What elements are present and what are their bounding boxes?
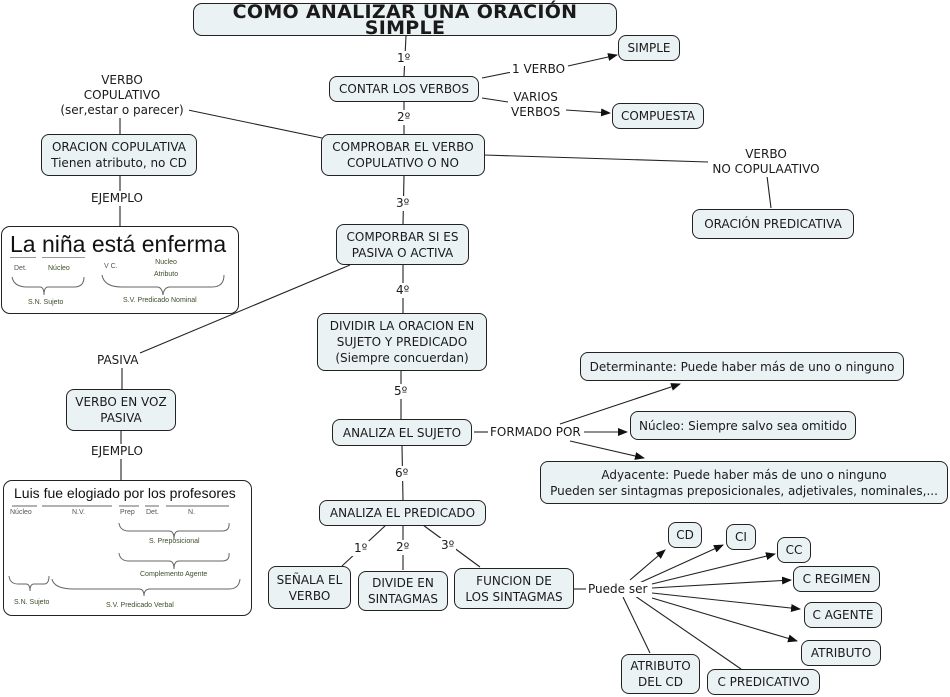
arrow-puedeser-cagente	[651, 592, 801, 613]
example1-sv-predicado: S.V. Predicado Nominal	[123, 297, 197, 304]
example1-word: niña	[41, 231, 86, 258]
node-verbo-voz-pasiva[interactable]: VERBO EN VOZ PASIVA	[66, 389, 176, 431]
example2-nv: N.V.	[72, 509, 85, 516]
node-nucleo[interactable]: Núcleo: Siempre salvo sea omitido	[630, 411, 856, 440]
arrow-varios-compuesta	[565, 108, 611, 117]
node-analiza-sujeto[interactable]: ANALIZA EL SUJETO	[332, 419, 472, 446]
link-label-pred-1: 1º	[352, 541, 370, 556]
example1-word: enferma	[141, 231, 227, 257]
example1-word: La	[10, 231, 36, 258]
link-label-pasiva: PASIVA	[95, 353, 141, 368]
node-cc[interactable]: CC	[777, 537, 811, 563]
node-comprobar-copulativo[interactable]: COMPROBAR EL VERBO COPULATIVO O NO	[321, 134, 485, 176]
example2-s-preposicional: S. Preposicional	[149, 538, 200, 545]
arrow-formado-adyacente	[569, 440, 645, 460]
node-determinante[interactable]: Determinante: Puede haber más de uno o n…	[580, 352, 904, 381]
node-dividir-oracion[interactable]: DIVIDIR LA ORACION EN SUJETO Y PREDICADO…	[317, 313, 487, 371]
node-senala-verbo[interactable]: SEÑALA EL VERBO	[268, 566, 351, 609]
node-simple[interactable]: SIMPLE	[618, 35, 680, 61]
example2-n: N.	[188, 509, 195, 516]
example1-nucleo: Núcleo	[48, 265, 70, 272]
node-analiza-predicado[interactable]: ANALIZA EL PREDICADO	[319, 500, 486, 526]
example2-complemento-agente: Complemento Agente	[140, 571, 208, 578]
node-cd[interactable]: CD	[668, 522, 702, 548]
example1-word: está	[91, 231, 136, 257]
node-divide-sintagmas[interactable]: DIVIDE EN SINTAGMAS	[358, 571, 448, 611]
link-label-verbo-copulativo: VERBO COPULATIVO (ser,estar o parecer)	[55, 73, 189, 118]
link-puedeser-cpredicativo	[634, 595, 742, 670]
link-label-ejemplo-2: EJEMPLO	[89, 444, 145, 459]
link-label-formado-por: FORMADO POR	[488, 425, 583, 440]
page-title: COMO ANALIZAR UNA ORACIÓN SIMPLE	[193, 2, 617, 37]
node-contar-verbos[interactable]: CONTAR LOS VERBOS	[329, 76, 479, 102]
example-pasiva-image: Luis fue elogiado por los profesores Núc…	[3, 480, 252, 616]
example1-det: Det.	[14, 265, 27, 272]
example2-det: Det.	[146, 509, 159, 516]
node-funcion-sintagmas[interactable]: FUNCION DE LOS SINTAGMAS	[454, 568, 574, 609]
example2-nucleo: Núcleo	[10, 509, 32, 516]
node-c-predicativo[interactable]: C PREDICATIVO	[707, 669, 820, 695]
link-puedeser-atributocd	[622, 596, 651, 654]
step-6-label: 6º	[393, 466, 411, 481]
step-2-label: 2º	[395, 110, 413, 125]
example1-nucleo-atributo: Nucleo Atributo	[154, 259, 179, 278]
node-adyacente[interactable]: Adyacente: Puede haber más de uno o ning…	[540, 461, 948, 504]
node-atributo[interactable]: ATRIBUTO	[801, 640, 881, 666]
link-label-verbo-no-copulativo: VERBO NO COPULAATIVO	[708, 147, 824, 177]
node-c-agente[interactable]: C AGENTE	[804, 602, 882, 628]
link-pasivaactiva-pasiva	[139, 264, 351, 354]
node-c-regimen[interactable]: C REGIMEN	[793, 566, 880, 592]
arrow-1verbo-simple	[567, 53, 618, 67]
example2-prep: Prep	[120, 509, 135, 516]
node-atributo-cd[interactable]: ATRIBUTO DEL CD	[621, 654, 700, 694]
arrow-puedeser-ci	[636, 544, 724, 585]
example2-braces	[8, 505, 241, 597]
arrow-puedeser-cc	[651, 552, 776, 585]
example2-sn-sujeto: S.N. Sujeto	[14, 599, 50, 606]
node-oracion-predicativa[interactable]: ORACIÓN PREDICATIVA	[692, 209, 854, 239]
link-nocopulativo-predicativa	[766, 175, 772, 209]
step-3-label: 3º	[394, 196, 412, 211]
step-4-label: 4º	[394, 283, 412, 298]
arrow-formado-determinante	[559, 383, 681, 425]
arrow-puedeser-atributo	[651, 597, 798, 643]
link-label-puede-ser: Puede ser	[586, 582, 650, 597]
link-label-pred-2: 2º	[394, 540, 412, 555]
link-comprobar-nocopulativo	[483, 154, 709, 163]
node-pasiva-activa[interactable]: COMPORBAR SI ES PASIVA O ACTIVA	[336, 224, 469, 265]
node-ci[interactable]: CI	[726, 524, 756, 550]
example2-sentence: Luis fue elogiado por los profesores	[14, 485, 236, 501]
link-label-varios-verbos: VARIOS VERBOS	[509, 90, 563, 120]
example1-vc: V C.	[104, 263, 118, 270]
link-label-1-verbo: 1 VERBO	[510, 62, 568, 77]
arrow-puedeser-cd	[629, 549, 666, 581]
link-label-pred-3: 3º	[439, 538, 457, 553]
example2-sv-predicado: S.V. Predicado Verbal	[106, 602, 174, 609]
example-copulativa-image: La niña está enferma Det. Núcleo V C. Nu…	[1, 226, 239, 314]
node-compuesta[interactable]: COMPUESTA	[612, 103, 704, 129]
example1-braces	[11, 274, 225, 296]
step-5-label: 5º	[392, 384, 410, 399]
example1-sn-sujeto: S.N. Sujeto	[28, 299, 64, 306]
node-oracion-copulativa[interactable]: ORACION COPULATIVA Tienen atributo, no C…	[41, 134, 197, 176]
link-contar-varios	[481, 97, 509, 103]
arrow-puedeser-cregimen	[651, 576, 792, 589]
link-label-ejemplo-1: EJEMPLO	[89, 191, 145, 206]
link-comprobar-copulativo	[187, 109, 323, 139]
link-contar-1verbo	[481, 71, 513, 79]
example1-sentence: La niña está enferma	[10, 231, 226, 258]
step-1-label: 1º	[395, 51, 413, 66]
